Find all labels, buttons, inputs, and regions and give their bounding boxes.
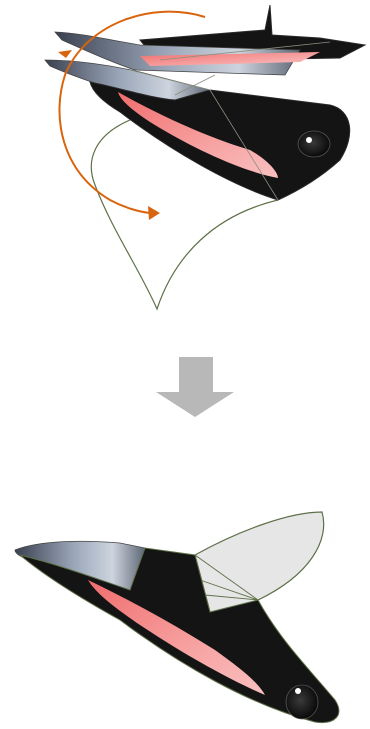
down-arrow-icon bbox=[156, 357, 234, 417]
eye bbox=[298, 131, 330, 157]
step-before bbox=[45, 5, 365, 309]
tail-flap bbox=[195, 512, 324, 613]
step-after bbox=[15, 512, 339, 723]
eye-after bbox=[286, 685, 318, 719]
